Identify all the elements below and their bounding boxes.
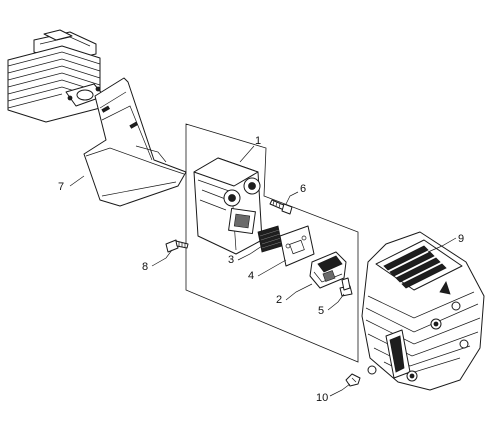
screw-10 (345, 373, 361, 387)
callout-10: 10 (316, 392, 328, 404)
gasket (279, 225, 315, 267)
screw-6 (269, 199, 293, 215)
exhaust-deflector (309, 251, 347, 289)
callout-8: 8 (142, 261, 148, 273)
callout-3: 3 (228, 254, 234, 266)
heat-shield (83, 77, 187, 207)
rear-cover (361, 231, 485, 391)
callout-2: 2 (276, 294, 282, 306)
callout-1: 1 (255, 135, 261, 147)
callout-4: 4 (248, 270, 254, 282)
engine-cylinder (7, 29, 105, 123)
callout-5: 5 (318, 305, 324, 317)
callout-6: 6 (300, 183, 306, 195)
callout-7: 7 (58, 181, 64, 193)
screw-5 (339, 277, 353, 297)
screw-8 (165, 239, 189, 253)
assembly-frame (185, 123, 359, 363)
leader-lines (69, 145, 457, 397)
muffler (193, 157, 263, 255)
callout-9: 9 (458, 233, 464, 245)
